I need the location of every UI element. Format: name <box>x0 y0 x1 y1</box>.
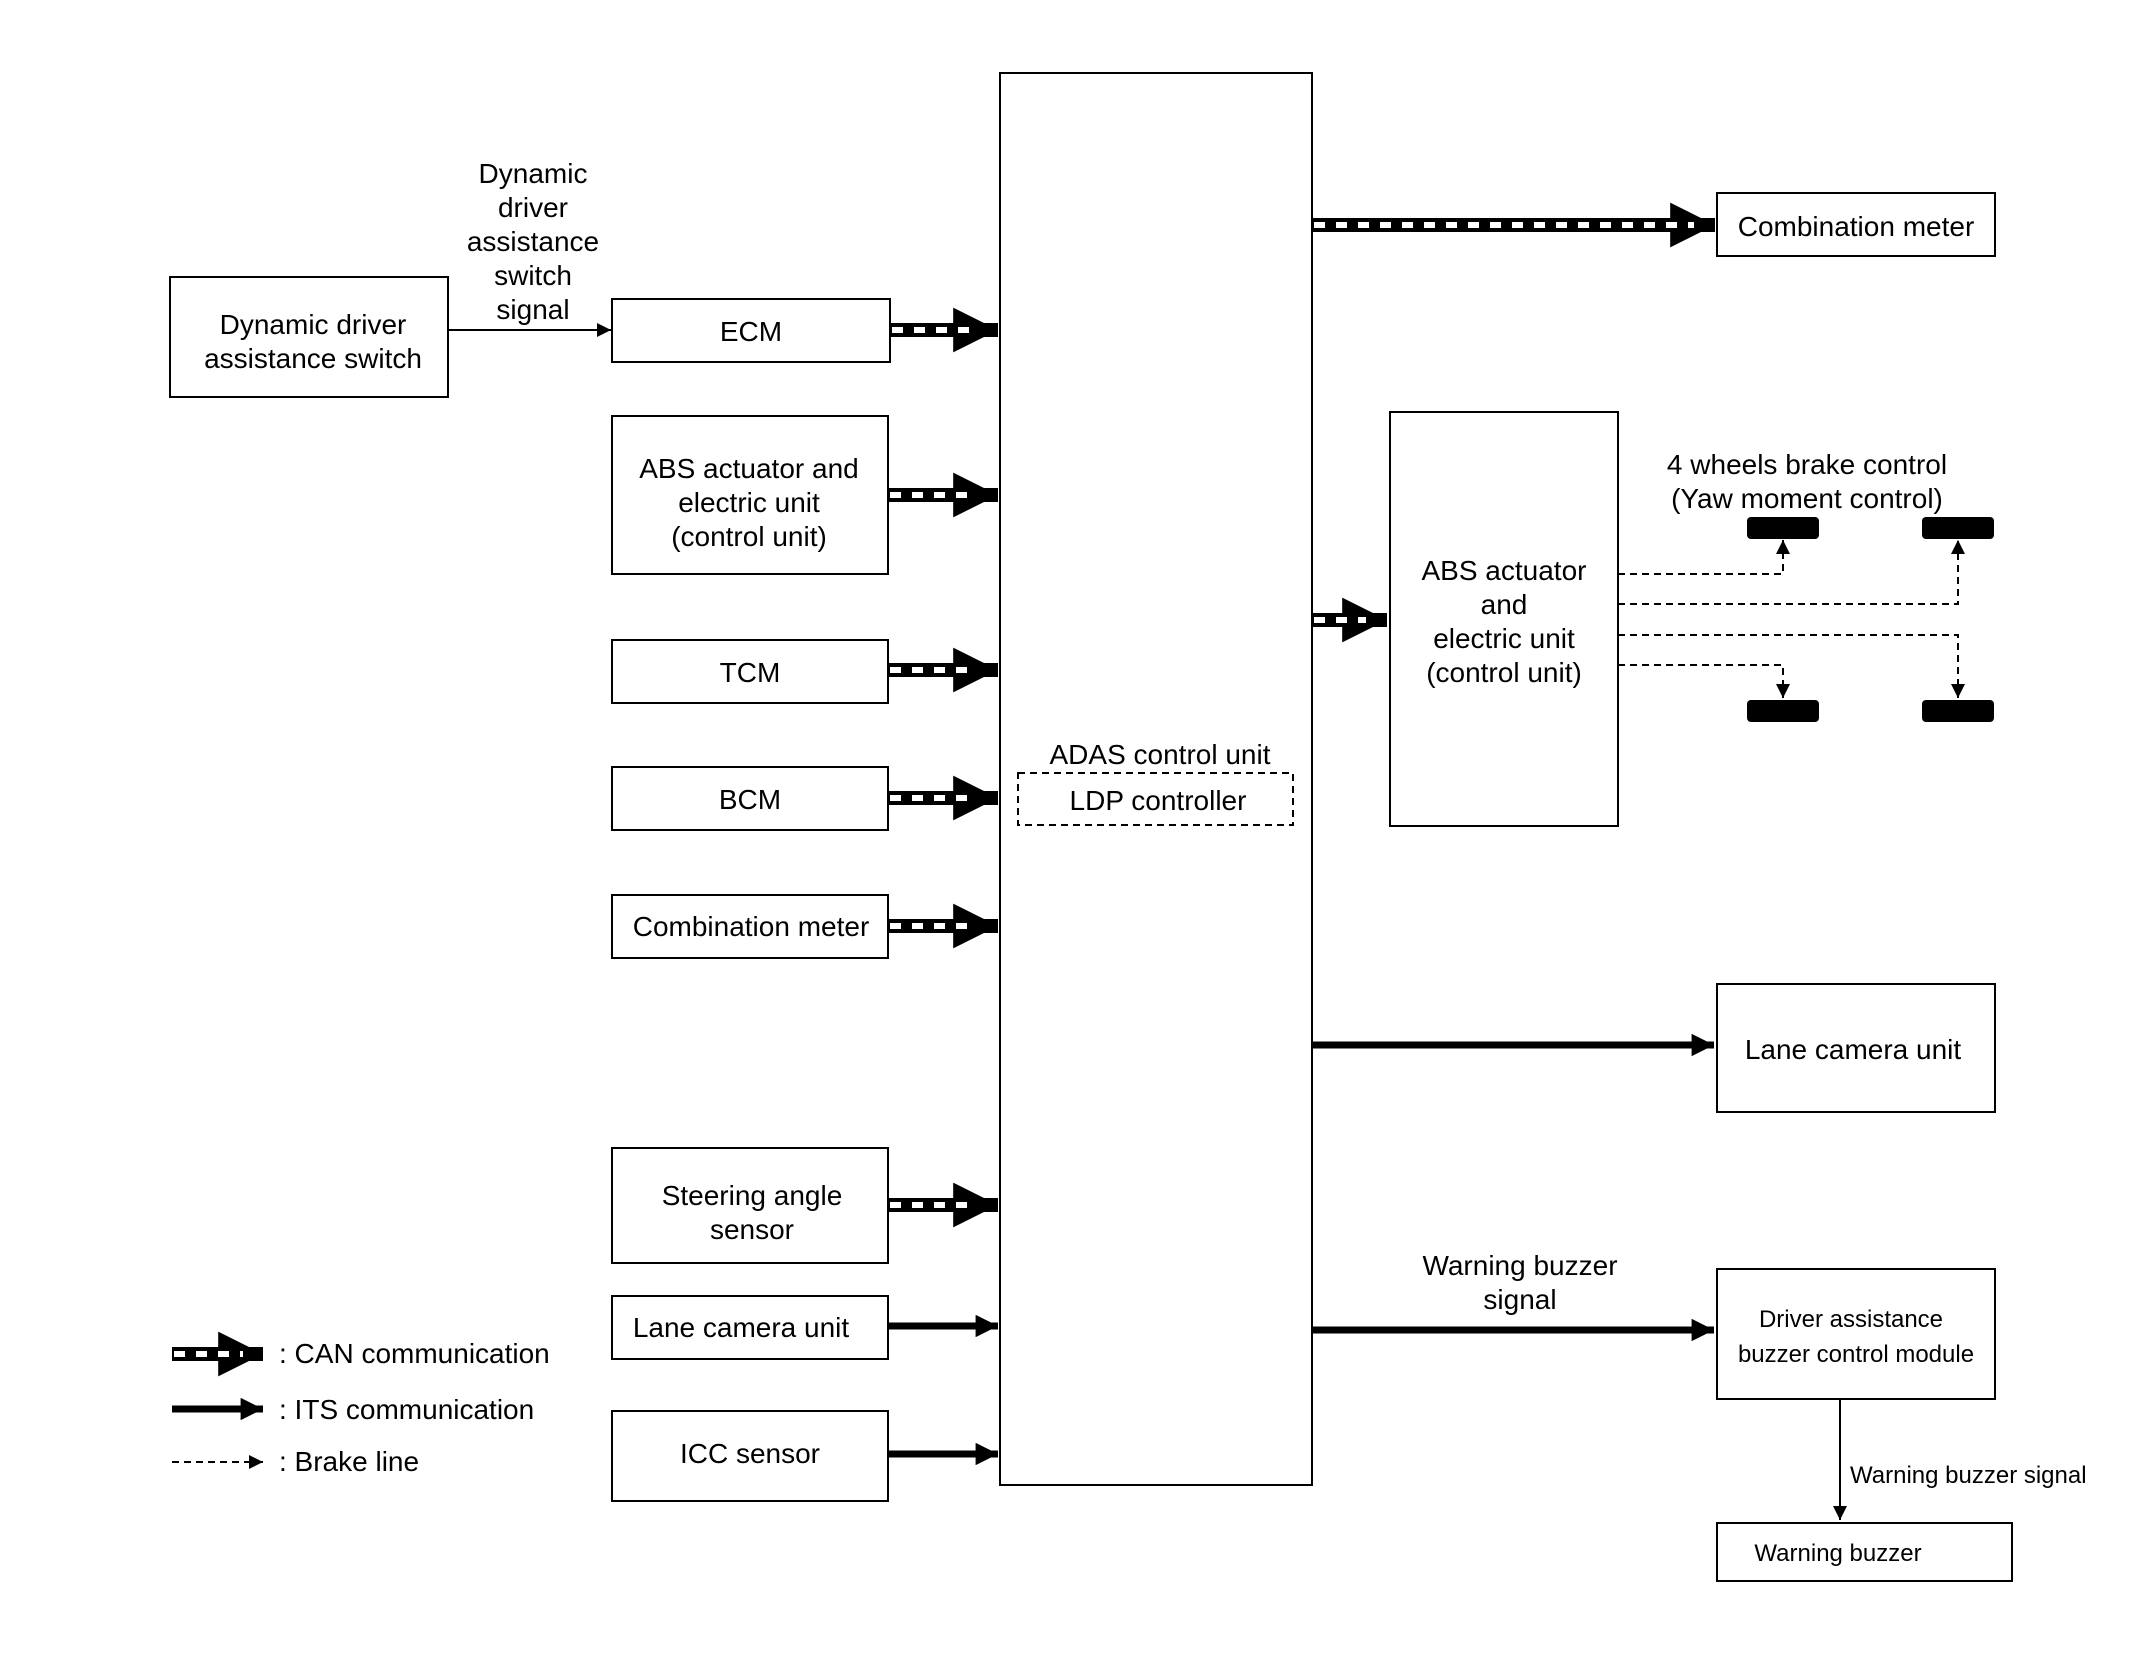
adas-control-unit-label: ADAS control unit <box>1050 739 1271 770</box>
abs-input-label-3: (control unit) <box>671 521 827 552</box>
ecm-label: ECM <box>720 316 782 347</box>
abs-output-label-3: electric unit <box>1433 623 1575 654</box>
lane-camera-input-label: Lane camera unit <box>633 1312 850 1343</box>
combination-meter-input-box <box>611 894 889 959</box>
brake-line-rear-right <box>1618 634 1965 698</box>
legend-brake-label: : Brake line <box>279 1446 419 1477</box>
abs-output-box <box>1389 411 1619 827</box>
combination-meter-input-label: Combination meter <box>633 911 870 942</box>
abs-input-box <box>611 415 889 575</box>
dynamic-switch-label-2: assistance switch <box>204 343 422 374</box>
legend-can-label: : CAN communication <box>279 1338 550 1369</box>
warning-buzzer-box <box>1716 1522 2013 1582</box>
buzzer-control-module-label-2: buzzer control module <box>1738 1341 1974 1368</box>
lane-camera-output-box <box>1716 983 1996 1113</box>
buzzer-control-module-label-1: Driver assistance <box>1759 1306 1943 1333</box>
lane-camera-input-box <box>611 1295 889 1360</box>
buzzer-signal-label-2: signal <box>1483 1284 1556 1315</box>
wheel-rear-right-icon <box>1922 700 1994 722</box>
bcm-label: BCM <box>719 784 781 815</box>
tcm-box <box>611 639 889 704</box>
brake-line-front-right <box>1618 540 1965 605</box>
wheel-rear-left-icon <box>1747 700 1819 722</box>
abs-output-label-4: (control unit) <box>1426 657 1582 688</box>
wheel-front-right-icon <box>1922 517 1994 539</box>
lane-camera-output-label: Lane camera unit <box>1745 1034 1962 1065</box>
brake-line-front-left <box>1618 540 1790 575</box>
steering-angle-sensor-label-1: Steering angle <box>662 1180 843 1211</box>
switch-signal-label-1: Dynamic <box>479 158 588 189</box>
abs-output-label-2: and <box>1481 589 1528 620</box>
steering-angle-sensor-box <box>611 1147 889 1264</box>
switch-signal-label-2: driver <box>498 192 568 223</box>
brake-control-label-1: 4 wheels brake control <box>1667 449 1947 480</box>
brake-control-label-2: (Yaw moment control) <box>1671 483 1943 514</box>
abs-input-label-1: ABS actuator and <box>639 453 858 484</box>
combination-meter-output-label: Combination meter <box>1738 211 1975 242</box>
buzzer-control-module-box <box>1716 1268 1996 1400</box>
combination-meter-output-box <box>1716 192 1996 257</box>
warning-buzzer-label: Warning buzzer <box>1754 1540 1921 1567</box>
ecm-box <box>611 298 891 363</box>
switch-signal-label-5: signal <box>496 294 569 325</box>
buzzer-signal-2-label: Warning buzzer signal <box>1850 1462 2087 1489</box>
wheel-front-left-icon <box>1747 517 1819 539</box>
tcm-label: TCM <box>720 657 781 688</box>
adas-control-unit-box <box>999 72 1313 1486</box>
icc-sensor-box <box>611 1410 889 1502</box>
abs-input-label-2: electric unit <box>678 487 820 518</box>
abs-output-label-1: ABS actuator <box>1422 555 1587 586</box>
switch-signal-label-3: assistance <box>467 226 599 257</box>
switch-signal-label-4: switch <box>494 260 572 291</box>
brake-line-rear-left <box>1618 664 1790 698</box>
steering-angle-sensor-label-2: sensor <box>710 1214 794 1245</box>
ldp-controller-label: LDP controller <box>1070 785 1247 816</box>
legend-its-label: : ITS communication <box>279 1394 534 1425</box>
dynamic-switch-box <box>169 276 449 398</box>
ldp-controller-box <box>1017 772 1294 826</box>
icc-sensor-label: ICC sensor <box>680 1438 820 1469</box>
buzzer-signal-label-1: Warning buzzer <box>1422 1250 1617 1281</box>
dynamic-switch-label-1: Dynamic driver <box>220 309 407 340</box>
